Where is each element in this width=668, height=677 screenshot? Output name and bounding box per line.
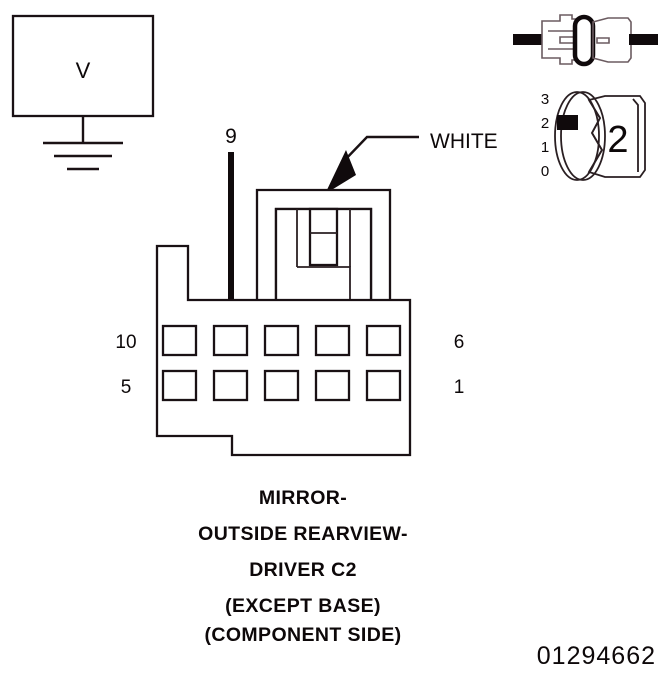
top-row-cavities [161,324,402,357]
gauge-scale-2: 2 [541,115,549,132]
cavity-2 [314,369,351,402]
caption-line-2: OUTSIDE REARVIEW- [198,523,408,545]
terminal-position-gauge: 3 2 1 0 2 [541,91,646,181]
gauge-ring-inner [560,91,606,181]
latch-center-slot [308,207,339,267]
cavity-10 [161,324,198,357]
terminal-left-wire [513,34,542,45]
bottom-row-cavities [161,369,402,402]
pin-label-bottom-left: 5 [121,377,132,398]
caption-line-1: MIRROR- [259,487,347,509]
voltmeter-symbol-label: V [76,58,91,83]
pin-9-pointer-label: 9 [225,125,237,148]
pin-label-top-right: 6 [454,332,465,353]
white-callout-arrow-head [325,150,356,194]
pin-label-bottom-right: 1 [454,377,465,398]
cavity-5 [161,369,198,402]
gauge-ring-outer [554,91,600,181]
gauge-scale-1: 1 [541,139,549,156]
caption-line-3: DRIVER C2 [249,559,357,581]
terminal-right-wire [629,34,658,45]
cavity-3 [263,369,300,402]
cavity-1 [365,369,402,402]
cavity-8 [263,324,300,357]
cavity-9 [212,324,249,357]
gauge-key-notch [588,99,604,173]
gauge-size-number: 2 [607,119,628,161]
cavity-6 [365,324,402,357]
cavity-7 [314,324,351,357]
gauge-scale-0: 0 [541,163,549,180]
voltmeter-box [11,14,155,118]
terminal-and-seal-icon [513,14,658,67]
ground-symbol-icon [43,116,123,171]
seal-ring [572,14,596,67]
white-wire-callout-group: WHITE [325,130,498,194]
connector-body-group [155,244,412,457]
pin-label-top-left: 10 [115,332,136,353]
terminal-housing [592,17,632,63]
white-callout-leader-line [340,135,419,165]
white-wire-label: WHITE [430,130,498,153]
voltmeter-group: V [11,14,155,171]
cavity-4 [212,369,249,402]
caption-line-5: (COMPONENT SIDE) [204,624,401,646]
gauge-scale-3: 3 [541,91,549,108]
terminal-housing-slot [596,37,610,44]
latch-lower-shelf [297,266,351,303]
part-number: 01294662 [537,642,656,670]
gauge-marker [557,115,578,130]
caption-line-4: (EXCEPT BASE) [225,595,381,617]
gauge-key-edge [632,98,639,172]
caption-group: MIRROR- OUTSIDE REARVIEW- DRIVER C2 (EXC… [198,487,408,646]
